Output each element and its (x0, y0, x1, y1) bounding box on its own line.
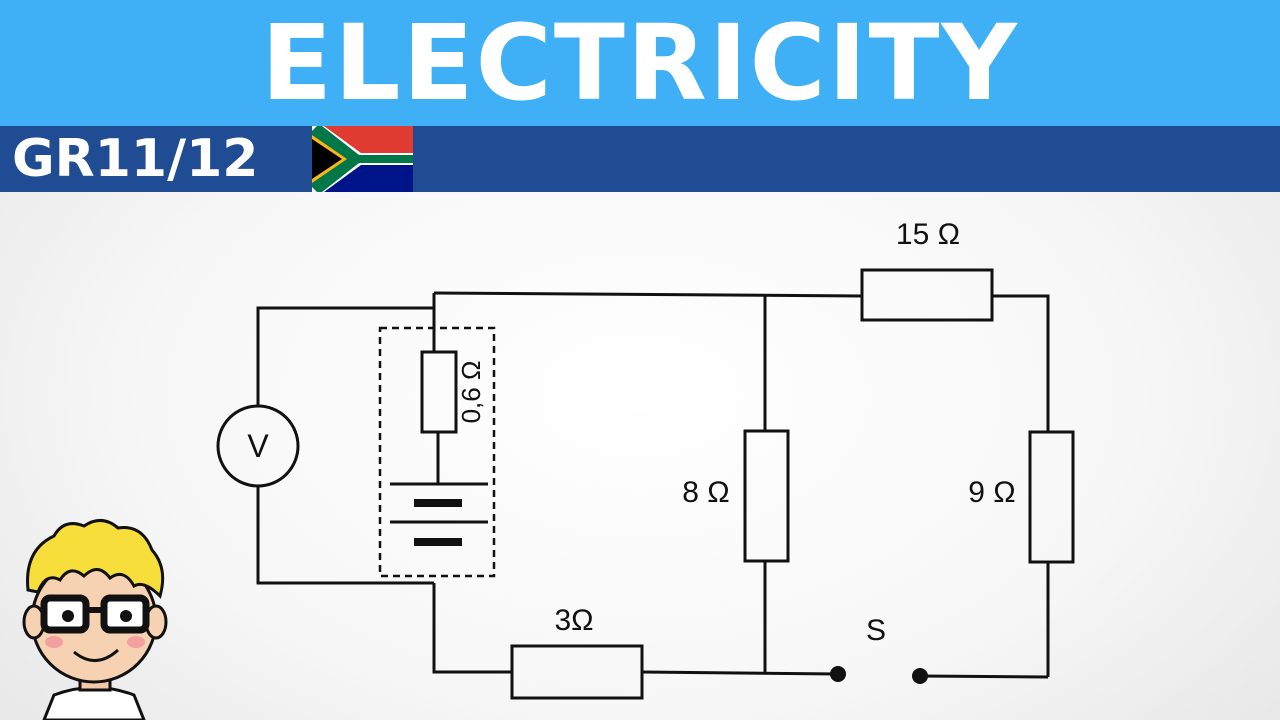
resistor-15 (860, 268, 994, 322)
resistor-15-label: 15 Ω (896, 218, 960, 251)
resistor-8-label: 8 Ω (682, 476, 729, 509)
resistor-3-label: 3Ω (554, 604, 593, 637)
grade-label: GR11/12 (12, 129, 259, 189)
grade-bar: GR11/12 (0, 126, 1280, 192)
circuit-diagram: V 0,6 Ω 8 Ω 15 Ω 9 Ω 3Ω S (216, 218, 1075, 700)
resistor-8 (743, 429, 790, 563)
switch-contact-right (912, 668, 928, 684)
internal-resistance-label: 0,6 Ω (456, 361, 486, 424)
internal-resistor (420, 350, 458, 434)
resistor-3 (510, 644, 644, 700)
wire-bottom-left (432, 583, 512, 674)
wire-top-right (992, 294, 1050, 432)
south-africa-flag-icon (312, 126, 413, 192)
wire-bottom-right (919, 674, 1049, 679)
switch-label: S (866, 614, 886, 647)
voltmeter (216, 404, 300, 488)
wire-voltmeter-bottom (256, 487, 434, 585)
voltmeter-label: V (247, 428, 269, 464)
battery-dashed-box (378, 326, 496, 578)
title-banner: ELECTRICITY (0, 0, 1280, 126)
page-title: ELECTRICITY (261, 2, 1019, 124)
resistor-9-label: 9 Ω (968, 476, 1015, 509)
wire-bottom-mid (641, 670, 839, 676)
wire-voltmeter-top (256, 306, 434, 405)
wire-top (433, 291, 863, 298)
switch-contact-left (830, 666, 846, 682)
resistor-9 (1028, 430, 1075, 564)
cartoon-boy-with-glasses-icon (22, 519, 168, 720)
